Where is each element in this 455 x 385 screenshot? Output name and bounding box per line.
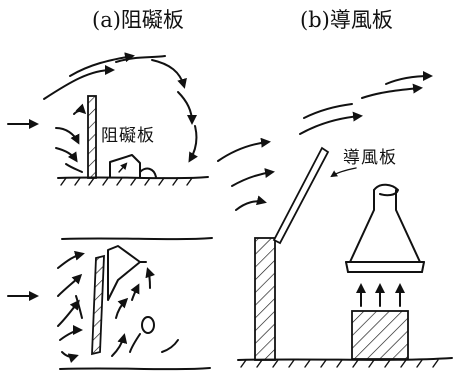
panel-a-title: (a)阻礙板 [92, 8, 184, 32]
duct-bottom-wall [59, 367, 211, 371]
flow-lines-a-lower [57, 250, 179, 363]
guide-plate [272, 146, 330, 245]
wall [254, 237, 276, 361]
flow-lines-a-upper [43, 52, 198, 173]
panel-b [217, 71, 453, 368]
exhaust-hood [349, 189, 421, 263]
barrier-plate [87, 95, 97, 179]
flow-lines-b [217, 71, 433, 211]
duct-plate [91, 254, 105, 356]
heat-source [351, 310, 409, 360]
machine-box [109, 154, 141, 178]
panel-a-upper [7, 52, 209, 186]
ground-hatch [60, 177, 193, 186]
panel-a-lower [7, 237, 213, 371]
panel-b-title: (b)導風板 [300, 8, 393, 32]
hood-outlet [373, 183, 399, 197]
ground-line [57, 176, 209, 180]
hood-shape [107, 245, 141, 301]
barrier-plate-label: 阻礙板 [101, 126, 155, 146]
guide-plate-label: 導風板 [343, 148, 397, 168]
small-object [141, 316, 155, 334]
ground-hatch [240, 359, 439, 368]
duct-top-wall [61, 237, 213, 241]
machine-wheel [139, 167, 157, 178]
